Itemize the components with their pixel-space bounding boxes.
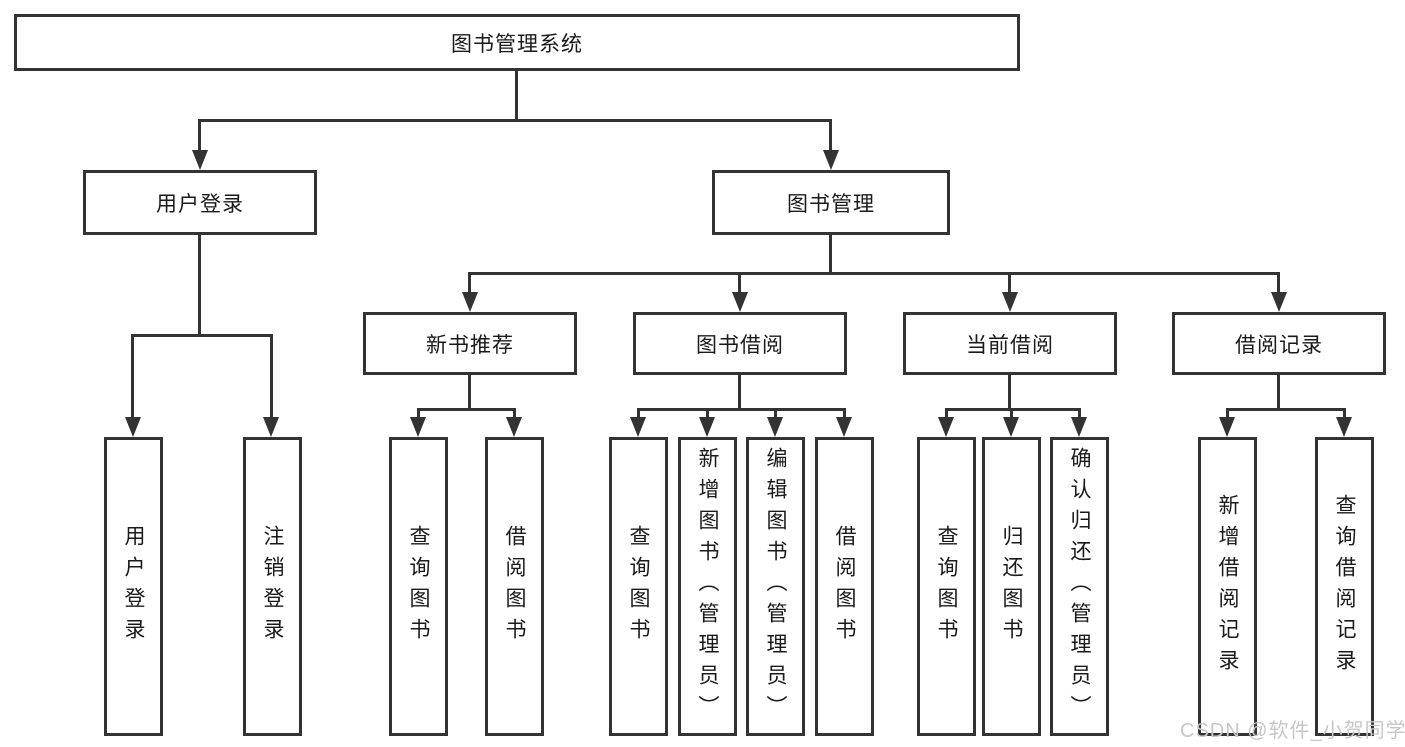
arrowhead-book-mgmt-icon xyxy=(823,150,839,170)
node-user-login: 用户登录 xyxy=(83,170,317,235)
edge-to-book-mgmt xyxy=(829,119,832,152)
edge-current-borrow-rail xyxy=(945,408,1081,411)
edge-to-book-borrow xyxy=(738,272,741,294)
edge-level3-rail xyxy=(469,272,1280,275)
leaf-bor-borrow-books: 借阅图书 xyxy=(815,437,874,736)
edge-to-bor-query xyxy=(637,408,640,420)
edge-to-cur-return xyxy=(1010,408,1013,420)
node-current-borrow-label: 当前借阅 xyxy=(966,333,1054,357)
leaf-rec-query-books-label: 查询图书 xyxy=(407,524,430,649)
edge-user-login-stem xyxy=(198,235,201,336)
edge-book-borrow-stem xyxy=(738,375,741,410)
leaf-bor-borrow-books-label: 借阅图书 xyxy=(833,524,856,649)
leaf-recd-query-label: 查询借阅记录 xyxy=(1333,493,1356,680)
node-new-book-rec: 新书推荐 xyxy=(363,312,577,375)
edge-to-leaf-logout xyxy=(270,334,273,420)
arrowhead-bor-borrow-icon xyxy=(836,417,852,437)
edge-to-user-login xyxy=(198,119,201,152)
edge-to-borrow-records xyxy=(1277,272,1280,294)
arrowhead-bor-edit-icon xyxy=(767,417,783,437)
leaf-bor-query-books-label: 查询图书 xyxy=(627,524,650,649)
arrowhead-leaf-logout-icon xyxy=(263,417,279,437)
arrowhead-user-login-icon xyxy=(192,150,208,170)
leaf-rec-borrow-books-label: 借阅图书 xyxy=(503,524,526,649)
node-new-book-rec-label: 新书推荐 xyxy=(426,333,514,357)
arrowhead-cur-confirm-icon xyxy=(1071,417,1087,437)
watermark: CSDN @软件_小贺同学 xyxy=(1180,720,1405,742)
edge-to-rec-query xyxy=(417,408,420,420)
leaf-logout-label: 注销登录 xyxy=(261,524,284,649)
leaf-bor-query-books: 查询图书 xyxy=(609,437,668,736)
leaf-rec-query-books: 查询图书 xyxy=(389,437,448,736)
edge-to-recd-query xyxy=(1343,408,1346,420)
leaf-recd-add-label: 新增借阅记录 xyxy=(1216,493,1239,680)
edge-new-rec-rail xyxy=(417,408,516,411)
node-borrow-records: 借阅记录 xyxy=(1172,312,1386,375)
arrowhead-recd-query-icon xyxy=(1336,417,1352,437)
leaf-logout: 注销登录 xyxy=(243,437,302,736)
edge-to-leaf-login xyxy=(131,334,134,420)
edge-to-current-borrow xyxy=(1008,272,1011,294)
node-root: 图书管理系统 xyxy=(14,14,1020,71)
leaf-recd-query: 查询借阅记录 xyxy=(1315,437,1374,736)
arrowhead-new-rec-icon xyxy=(462,292,478,312)
node-current-borrow: 当前借阅 xyxy=(903,312,1117,375)
arrowhead-rec-query-icon xyxy=(410,417,426,437)
edge-root-stem xyxy=(515,71,518,122)
edge-to-cur-confirm xyxy=(1078,408,1081,420)
arrowhead-bor-query-icon xyxy=(630,417,646,437)
leaf-bor-add-books-label: 新增图书（管理员） xyxy=(696,447,719,726)
node-borrow-records-label: 借阅记录 xyxy=(1235,333,1323,357)
leaf-bor-add-books: 新增图书（管理员） xyxy=(678,437,737,736)
edge-to-cur-query xyxy=(945,408,948,420)
node-book-borrow-label: 图书借阅 xyxy=(696,333,784,357)
node-user-login-label: 用户登录 xyxy=(156,192,244,216)
arrowhead-rec-borrow-icon xyxy=(506,417,522,437)
node-book-borrow: 图书借阅 xyxy=(633,312,847,375)
leaf-cur-return-books: 归还图书 xyxy=(982,437,1041,736)
arrowhead-current-borrow-icon xyxy=(1002,292,1018,312)
edge-book-mgmt-stem xyxy=(829,235,832,274)
edge-borrow-records-stem xyxy=(1277,375,1280,410)
edge-to-bor-borrow xyxy=(843,408,846,420)
node-root-label: 图书管理系统 xyxy=(451,32,583,56)
leaf-user-login: 用户登录 xyxy=(104,437,163,736)
edge-to-bor-edit xyxy=(774,408,777,420)
arrowhead-book-borrow-icon xyxy=(732,292,748,312)
edge-level2-rail xyxy=(198,119,832,122)
edge-borrow-records-rail xyxy=(1226,408,1346,411)
edge-new-rec-stem xyxy=(468,375,471,410)
node-book-mgmt: 图书管理 xyxy=(712,170,950,235)
edge-current-borrow-stem xyxy=(1008,375,1011,410)
leaf-cur-return-books-label: 归还图书 xyxy=(1000,524,1023,649)
leaf-cur-query-books-label: 查询图书 xyxy=(935,524,958,649)
arrowhead-leaf-login-icon xyxy=(125,417,141,437)
arrowhead-recd-add-icon xyxy=(1219,417,1235,437)
arrowhead-bor-add-icon xyxy=(699,417,715,437)
edge-book-borrow-rail xyxy=(637,408,846,411)
edge-to-new-rec xyxy=(468,272,471,294)
arrowhead-cur-query-icon xyxy=(938,417,954,437)
arrowhead-cur-return-icon xyxy=(1003,417,1019,437)
edge-to-bor-add xyxy=(706,408,709,420)
leaf-recd-add: 新增借阅记录 xyxy=(1198,437,1257,736)
leaf-cur-confirm-return-label: 确认归还（管理员） xyxy=(1068,447,1091,726)
node-book-mgmt-label: 图书管理 xyxy=(787,192,875,216)
leaf-rec-borrow-books: 借阅图书 xyxy=(485,437,544,736)
arrowhead-borrow-records-icon xyxy=(1271,292,1287,312)
leaf-bor-edit-books: 编辑图书（管理员） xyxy=(746,437,805,736)
leaf-user-login-label: 用户登录 xyxy=(122,524,145,649)
leaf-bor-edit-books-label: 编辑图书（管理员） xyxy=(764,447,787,726)
leaf-cur-confirm-return: 确认归还（管理员） xyxy=(1050,437,1109,736)
leaf-cur-query-books: 查询图书 xyxy=(917,437,976,736)
edge-user-login-rail xyxy=(132,334,273,337)
edge-to-recd-add xyxy=(1226,408,1229,420)
edge-to-rec-borrow xyxy=(513,408,516,420)
